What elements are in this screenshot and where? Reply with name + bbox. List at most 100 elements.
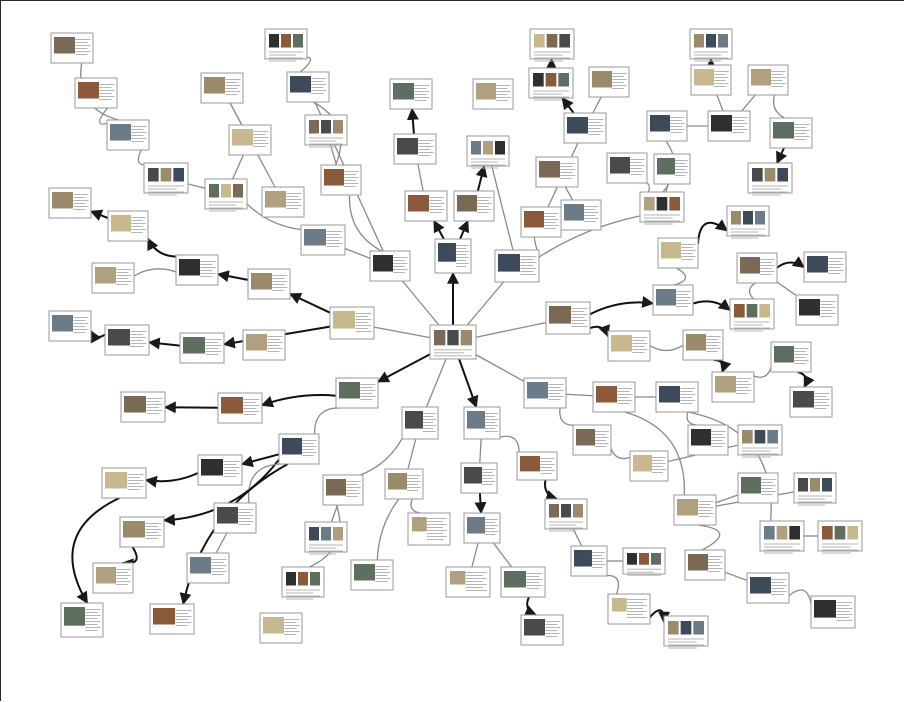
document-node[interactable]: [629, 450, 669, 482]
document-node[interactable]: [747, 64, 789, 96]
document-node[interactable]: [529, 28, 575, 62]
document-node[interactable]: [592, 381, 636, 413]
document-node[interactable]: [516, 451, 558, 481]
document-node[interactable]: [726, 205, 770, 239]
document-node[interactable]: [711, 371, 755, 403]
document-node[interactable]: [689, 28, 733, 62]
document-node[interactable]: [500, 566, 546, 598]
document-node[interactable]: [528, 67, 574, 101]
document-node[interactable]: [242, 329, 286, 361]
document-node[interactable]: [175, 254, 219, 286]
document-node[interactable]: [389, 78, 433, 110]
document-node[interactable]: [384, 468, 424, 500]
document-node[interactable]: [520, 206, 562, 238]
document-node[interactable]: [322, 474, 364, 506]
document-node[interactable]: [653, 153, 691, 185]
document-node[interactable]: [197, 454, 243, 486]
document-node[interactable]: [737, 472, 779, 504]
document-node[interactable]: [737, 424, 783, 458]
document-node[interactable]: [472, 78, 514, 110]
document-node[interactable]: [535, 156, 579, 188]
document-node[interactable]: [120, 391, 166, 423]
document-node[interactable]: [687, 424, 729, 456]
document-node[interactable]: [707, 110, 751, 142]
document-node[interactable]: [60, 602, 104, 638]
document-node[interactable]: [50, 32, 94, 64]
document-node[interactable]: [101, 467, 147, 499]
document-node[interactable]: [607, 593, 651, 625]
document-node[interactable]: [494, 249, 540, 283]
document-node[interactable]: [404, 190, 448, 222]
document-node[interactable]: [463, 406, 501, 440]
document-node[interactable]: [770, 341, 812, 373]
document-node[interactable]: [746, 572, 790, 604]
document-node[interactable]: [393, 133, 437, 165]
document-node[interactable]: [544, 498, 588, 532]
document-node[interactable]: [793, 472, 837, 506]
root-node[interactable]: [429, 324, 477, 360]
document-node[interactable]: [684, 549, 726, 581]
document-node[interactable]: [570, 545, 608, 577]
document-node[interactable]: [769, 117, 813, 149]
document-node[interactable]: [588, 66, 630, 98]
document-node[interactable]: [789, 386, 833, 418]
document-node[interactable]: [523, 377, 567, 409]
document-node[interactable]: [104, 324, 150, 356]
document-node[interactable]: [652, 284, 694, 316]
document-node[interactable]: [106, 119, 150, 151]
document-node[interactable]: [520, 614, 564, 646]
document-node[interactable]: [401, 406, 439, 440]
document-node[interactable]: [74, 77, 118, 109]
document-node[interactable]: [690, 64, 732, 96]
document-node[interactable]: [143, 162, 189, 196]
document-node[interactable]: [329, 306, 375, 340]
document-node[interactable]: [729, 298, 775, 332]
document-node[interactable]: [186, 552, 230, 584]
document-node[interactable]: [286, 71, 330, 103]
document-node[interactable]: [320, 164, 362, 196]
document-node[interactable]: [119, 516, 165, 548]
document-node[interactable]: [563, 112, 607, 144]
document-node[interactable]: [91, 262, 135, 294]
document-node[interactable]: [607, 330, 651, 362]
document-node[interactable]: [606, 152, 648, 184]
document-node[interactable]: [149, 603, 195, 635]
document-node[interactable]: [682, 329, 724, 361]
document-node[interactable]: [247, 268, 291, 300]
document-node[interactable]: [217, 392, 263, 424]
document-node[interactable]: [304, 114, 348, 148]
document-node[interactable]: [810, 595, 856, 629]
document-node[interactable]: [204, 178, 248, 212]
document-node[interactable]: [572, 424, 612, 456]
document-node[interactable]: [304, 521, 348, 555]
document-node[interactable]: [278, 433, 320, 465]
document-node[interactable]: [453, 190, 495, 222]
document-node[interactable]: [646, 110, 688, 142]
document-node[interactable]: [434, 238, 472, 274]
document-node[interactable]: [803, 251, 847, 283]
document-node[interactable]: [736, 252, 778, 284]
document-node[interactable]: [213, 502, 257, 534]
document-node[interactable]: [200, 72, 244, 104]
document-node[interactable]: [560, 199, 602, 231]
document-node[interactable]: [261, 186, 305, 218]
document-node[interactable]: [48, 310, 92, 342]
document-node[interactable]: [759, 520, 805, 554]
document-node[interactable]: [657, 237, 699, 269]
document-node[interactable]: [369, 250, 411, 282]
document-node[interactable]: [445, 566, 491, 598]
document-node[interactable]: [655, 381, 699, 413]
document-node[interactable]: [466, 135, 510, 169]
document-node[interactable]: [463, 512, 501, 544]
document-node[interactable]: [747, 162, 793, 196]
document-node[interactable]: [663, 615, 709, 649]
document-node[interactable]: [92, 562, 134, 594]
document-node[interactable]: [795, 294, 839, 326]
document-node[interactable]: [264, 28, 308, 62]
document-node[interactable]: [107, 210, 149, 242]
document-node[interactable]: [460, 462, 498, 494]
document-node[interactable]: [259, 612, 303, 644]
document-node[interactable]: [622, 547, 666, 576]
document-node[interactable]: [350, 559, 394, 591]
document-node[interactable]: [281, 566, 325, 600]
